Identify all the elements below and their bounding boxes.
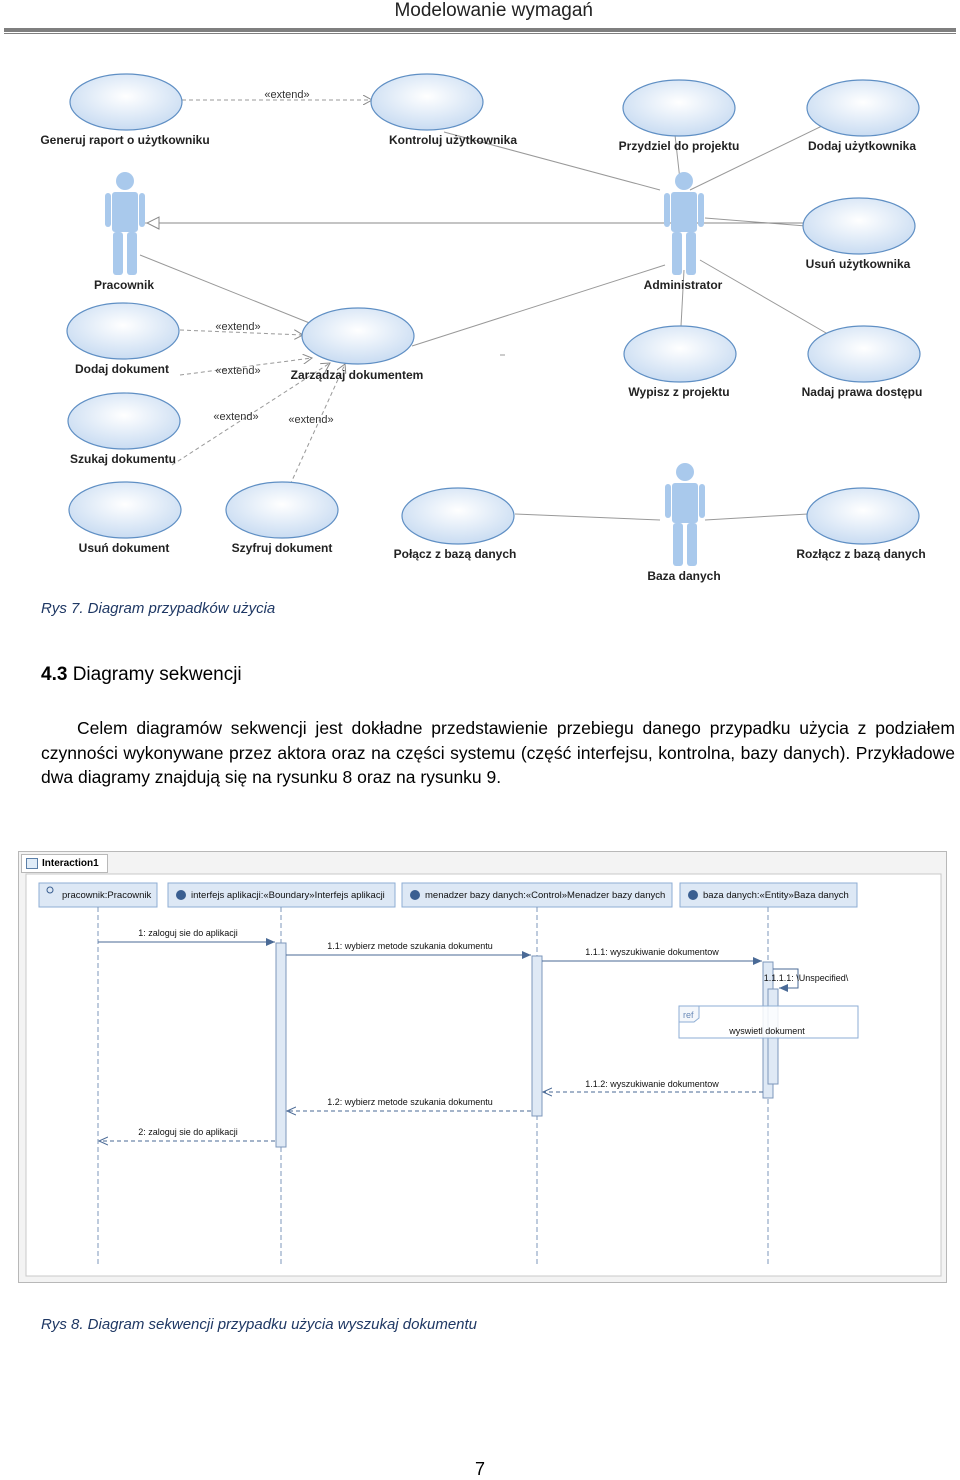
- header-title: Modelowanie wymagań: [394, 0, 593, 21]
- extend-label: «extend»: [213, 411, 258, 423]
- message-label: 1.1: wybierz metode szukania dokumentu: [327, 941, 493, 951]
- usecase-label: Szyfruj dokument: [232, 541, 333, 555]
- extend-label: «extend»: [264, 89, 309, 101]
- usecase-polacz: [401, 487, 515, 545]
- entity-icon: [688, 890, 698, 900]
- lifeline-label: baza danych:«Entity»Baza danych: [703, 890, 849, 901]
- usecase-label: Wypisz z projektu: [628, 385, 729, 399]
- message-label: 1.1.1: wyszukiwanie dokumentow: [585, 947, 719, 957]
- lifeline-header-menadzer: [401, 882, 673, 908]
- extend-label: «extend»: [215, 321, 260, 333]
- usecase-usun-uzytkownika: [802, 197, 916, 255]
- usecase-nadaj: [807, 325, 921, 383]
- extend-label: «extend»: [215, 365, 260, 377]
- usecase-szyfruj: [225, 481, 339, 539]
- usecase-label: Połącz z bazą danych: [394, 547, 517, 561]
- actor-baza-danych-icon: [665, 463, 705, 566]
- actor-label: Baza danych: [647, 569, 720, 583]
- message-label: 1.2: wybierz metode szukania dokumentu: [327, 1097, 493, 1107]
- lifeline-label: pracownik:Pracownik: [62, 890, 151, 901]
- header-rule: [4, 28, 956, 32]
- section-heading: 4.3 Diagramy sekwencji: [41, 664, 242, 686]
- page-header: Modelowanie wymagań: [0, 0, 960, 34]
- sequence-canvas-bg: [25, 873, 942, 1277]
- interaction-tab-label: Interaction1: [42, 858, 99, 869]
- use-case-diagram: «extend» «extend» «extend» «extend» «ext…: [40, 73, 926, 583]
- section-number: 4.3: [41, 664, 68, 685]
- section-title: Diagramy sekwencji: [72, 664, 242, 685]
- actor-pracownik-icon: [105, 172, 145, 275]
- header-rule-thin: [4, 33, 956, 34]
- lifeline-label: menadzer bazy danych:«Control»Menadzer b…: [425, 890, 665, 901]
- interaction-tab[interactable]: Interaction1: [21, 854, 108, 873]
- usecase-przydziel: [622, 79, 736, 137]
- usecase-szukaj: [67, 392, 181, 450]
- sequence-diagram: pracownik:Pracownik interfejs aplikacji:…: [25, 873, 942, 1277]
- ref-tag: ref: [683, 1010, 694, 1020]
- usecase-generuj: [69, 73, 183, 131]
- actor-administrator-icon: [664, 172, 704, 275]
- ref-fragment: ref wyswietl dokument: [678, 1005, 859, 1039]
- usecase-usun-dokument: [68, 481, 182, 539]
- usecase-label: Nadaj prawa dostępu: [802, 385, 923, 399]
- usecase-label: Przydziel do projektu: [619, 139, 740, 153]
- lifeline-label: interfejs aplikacji:«Boundary»Interfejs …: [191, 890, 385, 901]
- usecase-zarzadzaj: [301, 307, 415, 365]
- usecase-label: Generuj raport o użytkowniku: [40, 133, 209, 147]
- lifeline-header-pracownik: [38, 882, 158, 908]
- control-icon: [410, 890, 420, 900]
- message-label: 1: zaloguj sie do aplikacji: [138, 928, 238, 938]
- figure-caption: Rys 8. Diagram sekwencji przypadku użyci…: [41, 1316, 478, 1333]
- usecase-label: Zarządzaj dokumentem: [291, 368, 424, 382]
- usecase-label: Usuń użytkownika: [806, 257, 911, 271]
- usecase-label: Szukaj dokumentu: [70, 452, 176, 466]
- message-arrows: [98, 938, 799, 1141]
- actor-label: Pracownik: [94, 278, 154, 292]
- page-number: 7: [474, 1459, 485, 1479]
- figure-caption: Rys 7. Diagram przypadków użycia: [41, 600, 276, 617]
- usecase-label: Rozłącz z bazą danych: [796, 547, 925, 561]
- actor-label: Administrator: [644, 278, 723, 292]
- ref-label: wyswietl dokument: [728, 1026, 805, 1036]
- extend-label: «extend»: [288, 414, 333, 426]
- usecase-wypisz: [623, 325, 737, 383]
- extend-lines: [171, 100, 372, 486]
- message-label: 2: zaloguj sie do aplikacji: [138, 1127, 238, 1137]
- usecase-label: Dodaj dokument: [75, 362, 169, 376]
- usecase-label: Dodaj użytkownika: [808, 139, 916, 153]
- message-label: 1.1.1.1: \Unspecified\: [764, 973, 849, 983]
- usecase-rozlacz: [806, 487, 920, 545]
- usecase-dodaj-uzytkownika: [806, 79, 920, 137]
- body-paragraph: Celem diagramów sekwencji jest dokładne …: [41, 718, 955, 787]
- actor-icon: [46, 886, 54, 894]
- usecase-label: Kontroluj użytkownika: [389, 133, 517, 147]
- boundary-icon: [176, 890, 186, 900]
- use-case-ellipses: [66, 73, 921, 545]
- usecase-label: Usuń dokument: [79, 541, 170, 555]
- usecase-kontroluj: [370, 73, 484, 131]
- message-label: 1.1.2: wyszukiwanie dokumentow: [585, 1079, 719, 1089]
- usecase-dodaj-dokument: [66, 302, 180, 360]
- lifeline-headers: [38, 882, 858, 908]
- lifeline-header-interfejs: [167, 882, 396, 908]
- diagram-icon: [26, 858, 38, 869]
